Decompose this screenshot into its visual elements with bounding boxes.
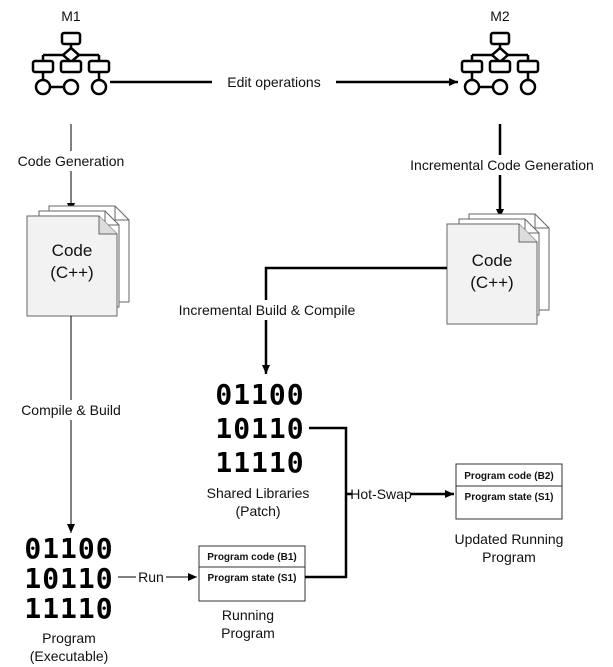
running-program-code: Program code (B1) xyxy=(207,552,296,563)
code-generation-label: Code Generation xyxy=(18,153,125,169)
hot-swap-label: Hot-Swap xyxy=(350,486,412,502)
program-binary-row1: 01100 xyxy=(24,532,113,565)
edit-operations-label: Edit operations xyxy=(227,74,320,90)
running-program-caption2: Program xyxy=(221,625,275,641)
updated-program-code: Program code (B2) xyxy=(464,471,553,482)
shared-binary-row1: 01100 xyxy=(215,378,304,411)
code-doc-right-line1: Code xyxy=(472,251,513,270)
incremental-code-generation-label: Incremental Code Generation xyxy=(410,157,594,173)
incremental-build-label: Incremental Build & Compile xyxy=(179,302,356,318)
shared-libraries-caption1: Shared Libraries xyxy=(207,485,310,501)
program-binary-row3: 11110 xyxy=(24,592,113,625)
program-binary: 01100 10110 11110 Program (Executable) xyxy=(24,532,113,664)
model-m1-icon xyxy=(31,31,111,96)
run-label: Run xyxy=(138,569,164,585)
code-document-left: Code (C++) xyxy=(26,205,130,317)
model-m2-label: M2 xyxy=(490,8,510,24)
shared-binary-row2: 10110 xyxy=(215,412,304,445)
hot-swap-connector xyxy=(305,426,348,579)
code-document-right: Code (C++) xyxy=(446,213,550,325)
model-m1: M1 xyxy=(31,8,111,96)
model-m2-icon xyxy=(460,31,540,96)
program-caption-line2: (Executable) xyxy=(30,648,109,664)
updated-program-caption1: Updated Running xyxy=(455,531,564,547)
shared-libraries-caption2: (Patch) xyxy=(235,503,280,519)
code-doc-left-line2: (C++) xyxy=(50,263,93,282)
running-program-state: Program state (S1) xyxy=(208,573,297,584)
code-doc-right-line2: (C++) xyxy=(470,273,513,292)
model-m2: M2 xyxy=(460,8,540,96)
updated-program-state: Program state (S1) xyxy=(465,492,554,503)
model-m1-label: M1 xyxy=(61,8,81,24)
incremental-build-arrow xyxy=(262,266,447,374)
shared-libraries-binary: 01100 10110 11110 Shared Libraries (Patc… xyxy=(207,378,310,519)
running-program-caption1: Running xyxy=(222,607,274,623)
shared-binary-row3: 11110 xyxy=(215,446,304,479)
updated-program-caption2: Program xyxy=(482,549,536,565)
code-doc-left-line1: Code xyxy=(52,241,93,260)
program-binary-row2: 10110 xyxy=(24,562,113,595)
running-program-box: Program code (B1) Program state (S1) Run… xyxy=(198,545,306,641)
program-caption-line1: Program xyxy=(42,630,96,646)
updated-running-program-box: Program code (B2) Program state (S1) Upd… xyxy=(455,463,564,565)
document-icon xyxy=(26,205,130,317)
compile-build-label: Compile & Build xyxy=(21,402,121,418)
